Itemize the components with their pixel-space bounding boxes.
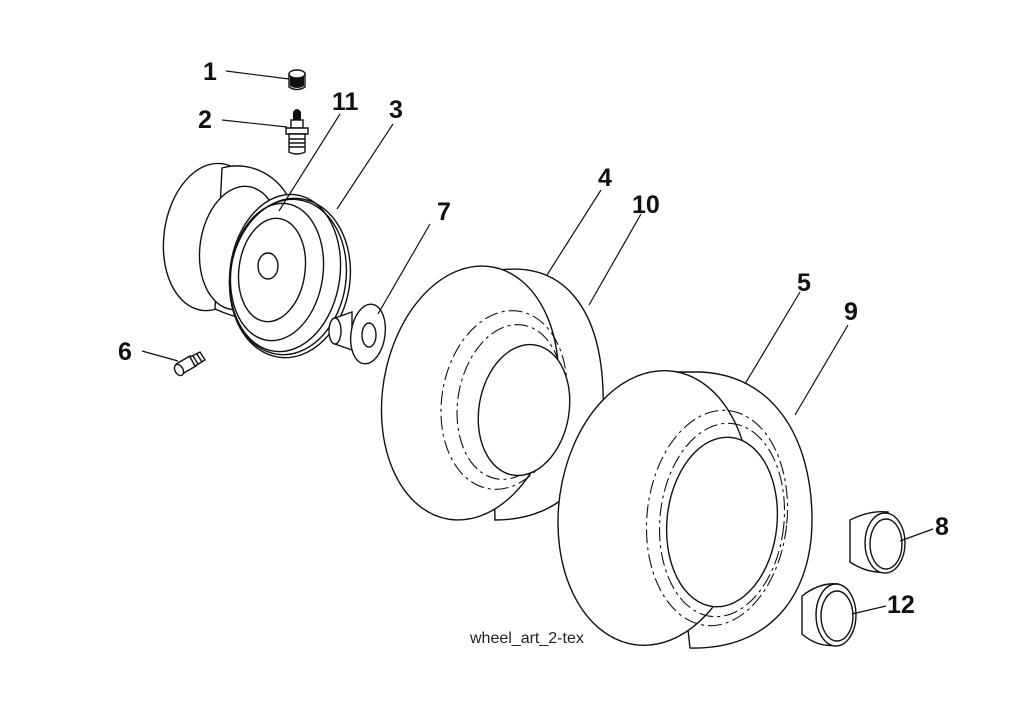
callout-5: 5 (797, 269, 811, 297)
part-rear-tire (557, 370, 813, 649)
part-cap-12 (801, 583, 857, 647)
callout-11: 11 (332, 88, 359, 116)
callout-2: 2 (198, 106, 212, 134)
part-valve-cap (288, 69, 306, 91)
callout-7: 7 (437, 198, 451, 226)
part-bolt (173, 351, 206, 377)
callout-6: 6 (118, 338, 132, 366)
callout-12: 12 (887, 591, 915, 619)
part-rim (162, 162, 342, 353)
callout-3: 3 (389, 96, 403, 124)
callout-9: 9 (844, 298, 858, 326)
part-valve-stem (285, 109, 309, 155)
callout-8: 8 (935, 513, 949, 541)
callout-1: 1 (203, 58, 217, 86)
callout-10: 10 (632, 191, 660, 219)
part-bead-ring (228, 197, 352, 359)
part-bushing (328, 303, 387, 365)
leader-lines (141, 70, 934, 615)
figure-caption: wheel_art_2-tex (469, 630, 584, 647)
callout-4: 4 (598, 164, 612, 192)
part-cap-8 (849, 510, 906, 574)
